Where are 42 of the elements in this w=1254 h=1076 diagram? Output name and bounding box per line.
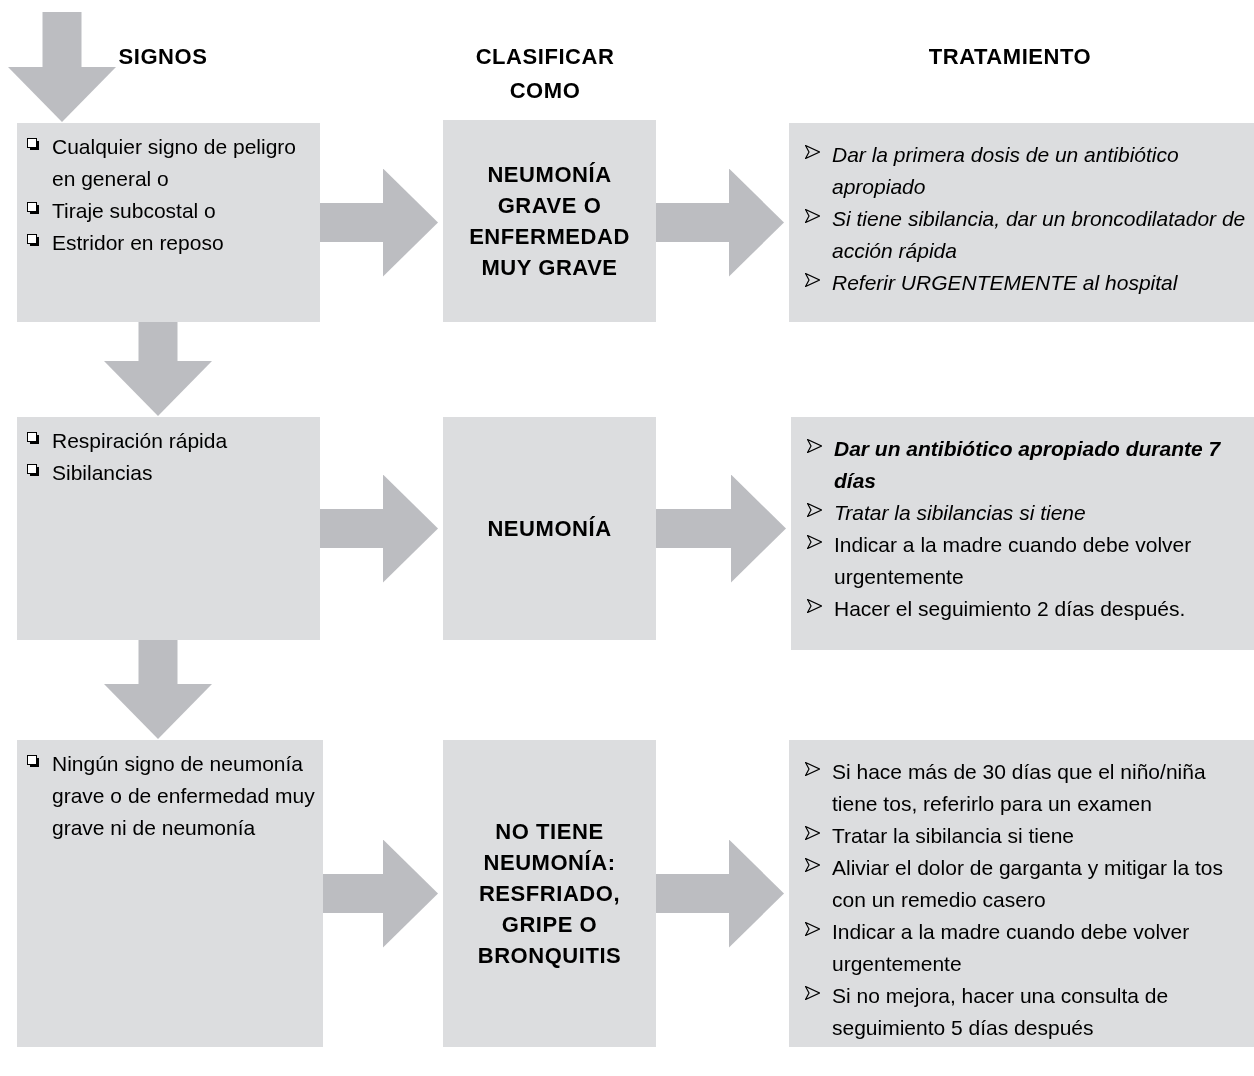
list-item: Referir URGENTEMENTE al hospital — [832, 270, 1178, 296]
column-header: SIGNOS — [118, 43, 208, 71]
list-item: Sibilancias — [52, 460, 153, 486]
block-arrow — [320, 474, 438, 583]
classification-text: NEUMONÍA GRAVE O ENFERMEDAD MUY GRAVE — [468, 161, 631, 282]
list-item: Si tiene sibilancia, dar un broncodilatador de acción rápida — [832, 206, 1247, 264]
block-arrow — [656, 474, 786, 583]
classification-text: NO TIENE NEUMONÍA: RESFRIADO, GRIPE O BRONQUITIS — [476, 818, 623, 970]
block-arrow — [656, 168, 784, 277]
signs-box — [17, 740, 323, 1047]
treatment-box — [789, 123, 1254, 322]
list-item: Cualquier signo de peligro en general o — [52, 134, 297, 192]
block-arrow — [656, 839, 784, 948]
list-item: Indicar a la madre cuando debe volver urgentemente — [834, 532, 1193, 590]
treatment-box — [791, 417, 1254, 650]
list-item: Indicar a la madre cuando debe volver urgentemente — [832, 919, 1191, 977]
list-item: Aliviar el dolor de garganta y mitigar la tos con un remedio casero — [832, 855, 1225, 913]
list-item: Dar un antibiótico apropiado durante 7 días — [834, 436, 1222, 494]
list-item: Tiraje subcostal o — [52, 198, 216, 224]
block-arrow — [8, 12, 116, 122]
list-item: Hacer el seguimiento 2 días después. — [834, 596, 1186, 622]
classification-box — [443, 740, 656, 1047]
classification-box — [443, 120, 656, 322]
list-item: Si hace más de 30 días que el niño/niña tiene tos, referirlo para un examen — [832, 759, 1207, 817]
classification-text: NEUMONÍA — [487, 515, 612, 543]
list-item: Tratar la sibilancias si tiene — [834, 500, 1086, 526]
list-item: Ningún signo de neumonía grave o de enfermedad muy grave ni de neumonía — [52, 751, 315, 841]
list-item: Si no mejora, hacer una consulta de seguimiento 5 días después — [832, 983, 1170, 1041]
signs-box — [17, 417, 320, 640]
list-item: Estridor en reposo — [52, 230, 224, 256]
block-arrow — [104, 322, 212, 416]
list-item: Respiración rápida — [52, 428, 228, 454]
list-item: Dar la primera dosis de un antibiótico apropiado — [832, 142, 1180, 200]
column-header: CLASIFICAR COMO — [474, 43, 616, 105]
classification-box — [443, 417, 656, 640]
block-arrow — [320, 168, 438, 277]
block-arrow — [323, 839, 438, 948]
block-arrow — [104, 640, 212, 739]
signs-box — [17, 123, 320, 322]
list-item: Tratar la sibilancia si tiene — [832, 823, 1074, 849]
treatment-box — [789, 740, 1254, 1047]
column-header: TRATAMIENTO — [928, 43, 1092, 71]
